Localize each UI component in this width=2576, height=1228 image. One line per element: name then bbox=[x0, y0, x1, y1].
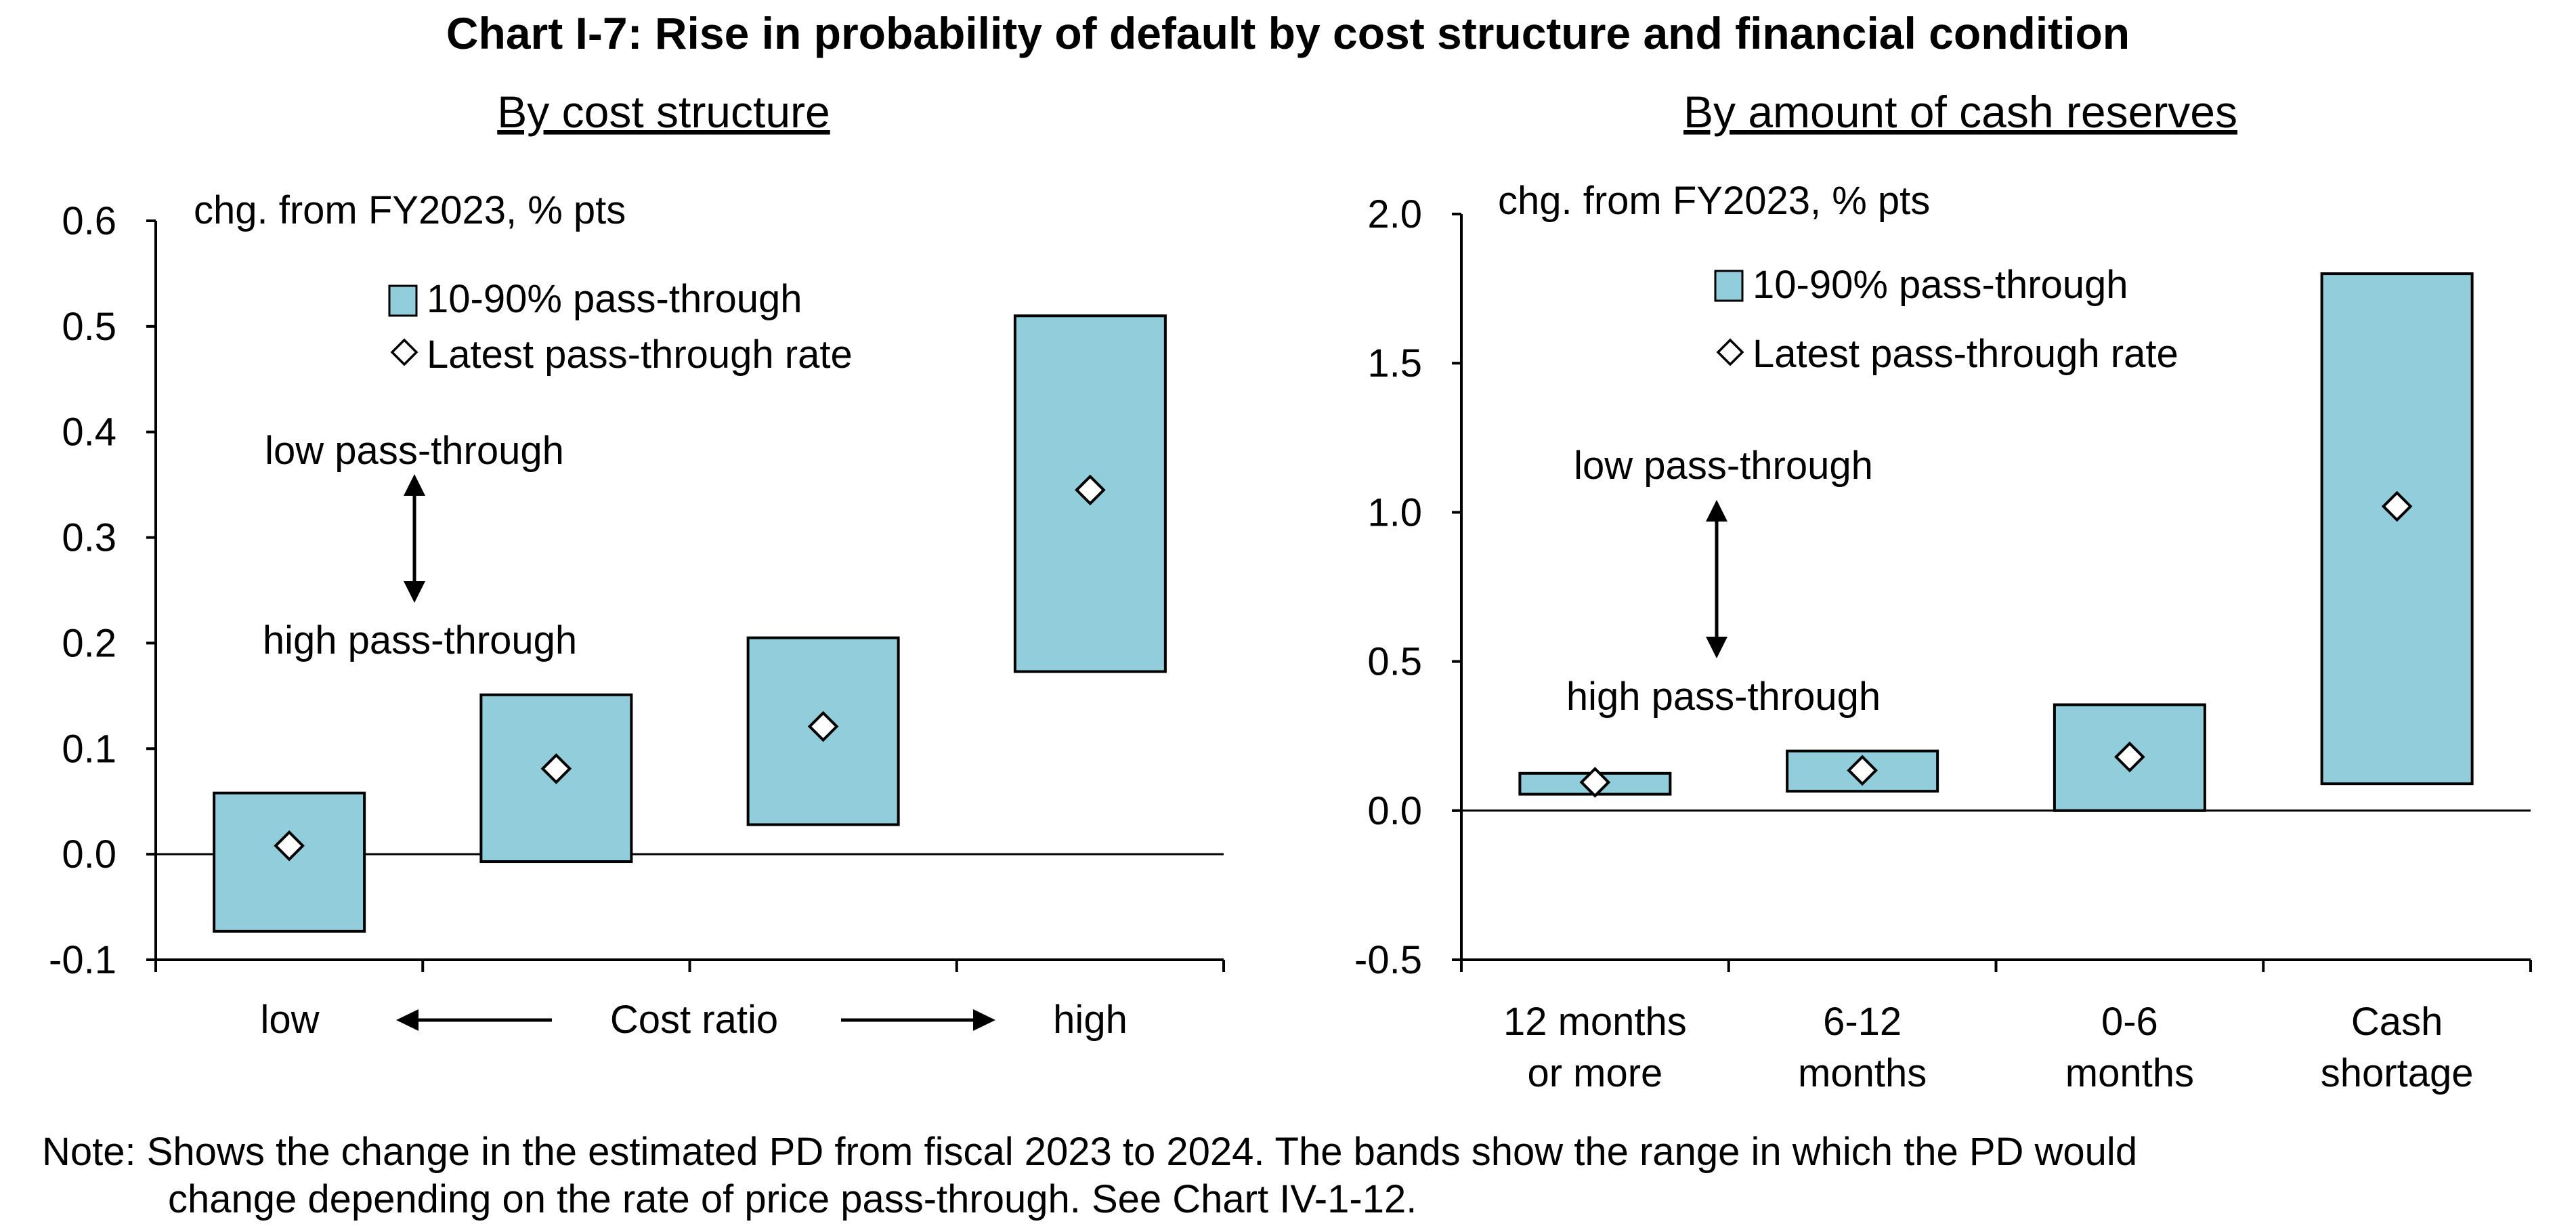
diamond-marker bbox=[1579, 767, 1611, 798]
legend-band-label: 10-90% pass-through bbox=[1753, 263, 2128, 307]
x-axis-label-low: low bbox=[260, 998, 320, 1042]
y-tick-label: 0.2 bbox=[62, 621, 116, 665]
x-category-label: Cash bbox=[2351, 1000, 2443, 1044]
legend-band-label: 10-90% pass-through bbox=[427, 277, 802, 321]
annotation-high-pass-through: high pass-through bbox=[263, 618, 577, 662]
diamond-marker bbox=[540, 753, 572, 784]
double-arrow-icon bbox=[404, 474, 425, 603]
x-category-label: months bbox=[2065, 1051, 2194, 1095]
y-tick-label: 0.6 bbox=[62, 199, 116, 243]
x-axis-title-cost-ratio: Cost ratio bbox=[610, 998, 778, 1042]
right-arrow-icon bbox=[841, 1009, 995, 1031]
y-tick-label: 0.4 bbox=[62, 410, 116, 454]
legend-diamond-marker bbox=[1716, 338, 1744, 366]
x-category-label: shortage bbox=[2321, 1051, 2474, 1095]
y-tick-label: 0.5 bbox=[62, 305, 116, 349]
plot-area-right: -0.5 0.0 0.5 1.0 1.5 2.0 12 months or more 6-12 m… bbox=[1354, 192, 2532, 1095]
y-tick-label: 0.5 bbox=[1367, 640, 1422, 684]
note-line-1: Note: Shows the change in the estimated … bbox=[42, 1130, 2137, 1174]
legend-band-swatch bbox=[388, 284, 418, 317]
x-category-label: 0-6 bbox=[2101, 1000, 2158, 1044]
range-bar bbox=[213, 791, 366, 933]
diamond-marker bbox=[1075, 474, 1106, 506]
diamond-marker bbox=[2114, 741, 2145, 773]
y-tick-label: -0.5 bbox=[1354, 938, 1422, 982]
y-tick-label: 0.3 bbox=[62, 516, 116, 560]
diamond-marker bbox=[807, 711, 839, 742]
y-tick-label: 2.0 bbox=[1367, 192, 1422, 236]
x-axis-label-high: high bbox=[1053, 998, 1128, 1042]
annotation-high-pass-through: high pass-through bbox=[1566, 675, 1881, 719]
legend-marker-label: Latest pass-through rate bbox=[427, 333, 853, 377]
x-category-label: months bbox=[1798, 1051, 1927, 1095]
y-tick-label: 0.1 bbox=[62, 727, 116, 771]
panel-cash-reserves: By amount of cash reserves chg. from FY2… bbox=[1354, 87, 2532, 1095]
x-category-label: or more bbox=[1527, 1051, 1662, 1095]
annotation-low-pass-through: low pass-through bbox=[1574, 444, 1873, 488]
y-tick-label: 0.0 bbox=[1367, 789, 1422, 833]
panel-cost-structure: By cost structure chg. from FY2023, % pt… bbox=[49, 87, 1225, 1042]
y-tick-label: 1.5 bbox=[1367, 341, 1422, 385]
x-category-label: 6-12 bbox=[1823, 1000, 1902, 1044]
annotation-low-pass-through: low pass-through bbox=[265, 429, 564, 473]
unit-label: chg. from FY2023, % pts bbox=[1498, 179, 1930, 223]
diamond-marker bbox=[1847, 755, 1878, 786]
panel-subtitle: By amount of cash reserves bbox=[1683, 87, 2237, 137]
range-bar bbox=[2320, 272, 2474, 786]
y-tick-label: -0.1 bbox=[49, 938, 116, 982]
chart-title: Chart I-7: Rise in probability of defaul… bbox=[446, 8, 2130, 58]
left-arrow-icon bbox=[396, 1009, 552, 1031]
y-tick-label: 1.0 bbox=[1367, 490, 1422, 534]
note-line-2: change depending on the rate of price pa… bbox=[168, 1177, 1417, 1221]
legend-diamond-marker bbox=[390, 338, 418, 366]
y-tick-label: 0.0 bbox=[62, 832, 116, 876]
legend-marker-label: Latest pass-through rate bbox=[1753, 332, 2178, 376]
x-category-label: 12 months bbox=[1503, 1000, 1687, 1044]
panel-subtitle: By cost structure bbox=[497, 87, 830, 137]
plot-area-left: -0.1 0.0 0.1 0.2 0.3 0.4 0.5 0.6 bbox=[49, 199, 1225, 982]
diamond-marker bbox=[274, 830, 305, 862]
legend-band-swatch bbox=[1714, 270, 1744, 302]
unit-label: chg. from FY2023, % pts bbox=[194, 188, 626, 232]
diamond-marker bbox=[2381, 490, 2413, 522]
double-arrow-icon bbox=[1706, 500, 1727, 658]
